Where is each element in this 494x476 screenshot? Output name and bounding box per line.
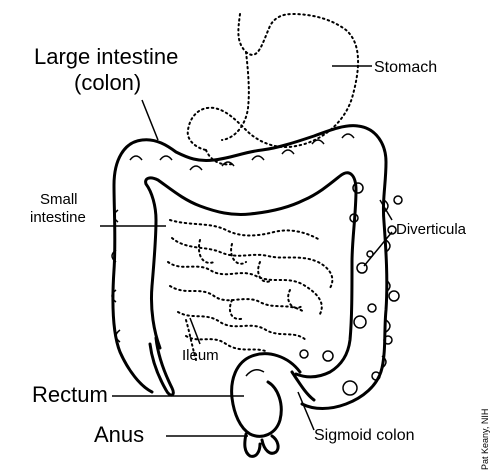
label-large-intestine-line1: Large intestine <box>34 44 178 69</box>
label-sigmoid-colon: Sigmoid colon <box>314 427 415 444</box>
label-ileum: Ileum <box>182 347 219 364</box>
label-stomach: Stomach <box>374 59 437 76</box>
label-large-intestine-line2: (colon) <box>74 70 141 95</box>
label-anus: Anus <box>94 422 144 447</box>
leader-lines <box>100 65 393 437</box>
label-diverticula: Diverticula <box>396 221 467 238</box>
stomach-outline <box>186 12 360 166</box>
label-small-intestine-line1: Small <box>40 191 78 208</box>
colon-outline <box>111 124 391 410</box>
credit-text: Pat Keany, NIH <box>480 409 490 470</box>
rectum-sigmoid <box>230 352 316 458</box>
diverticula-pouches <box>299 182 403 396</box>
label-small-intestine-line2: intestine <box>30 209 86 226</box>
label-rectum: Rectum <box>32 382 108 407</box>
small-intestine-loops <box>167 219 334 361</box>
